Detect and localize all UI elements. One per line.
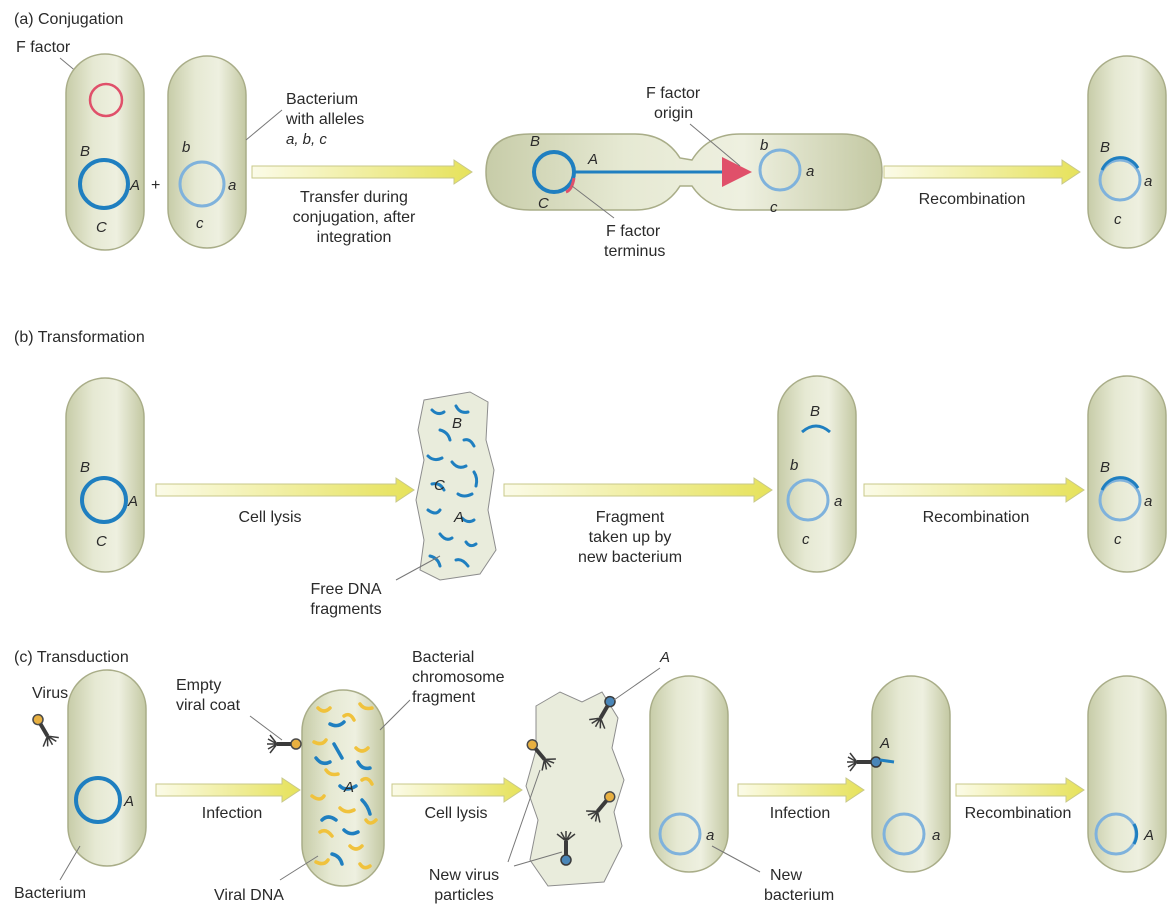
transfer-label-2: conjugation, after [293, 209, 416, 226]
with-alleles-label: with alleles [285, 111, 364, 128]
c-host-allele-A: A [123, 793, 134, 810]
f-terminus-label-2: terminus [604, 243, 665, 260]
transduced-allele-A: A [879, 735, 890, 752]
rec-b-allele-c: c [1114, 531, 1122, 548]
transfer-arrow [252, 160, 472, 184]
recombination-label-a: Recombination [919, 191, 1026, 208]
fragment-allele-B: B [452, 415, 462, 432]
transduced-allele-a: a [932, 827, 940, 844]
recombination-label-b: Recombination [923, 509, 1030, 526]
recombination-arrow-b [864, 478, 1084, 502]
chrom-frag-label-2: chromosome [412, 669, 505, 686]
fragment-allele-C: C [434, 477, 445, 494]
cell-lysis-arrow-c [392, 778, 522, 802]
virus-icon [28, 711, 61, 749]
rec-a-allele-B: B [1100, 139, 1110, 156]
lysed-infected-cell [526, 692, 624, 886]
fragment-label-2: taken up by [589, 529, 672, 546]
bacterium-alleles-leader [246, 110, 282, 140]
f-terminus-label-1: F factor [606, 223, 661, 240]
recipient-cell [168, 56, 246, 248]
recombination-label-c: Recombination [965, 805, 1072, 822]
allele-b-label: b [182, 139, 190, 156]
allele-C-label: C [96, 219, 107, 236]
infection-arrow-1 [156, 778, 300, 802]
alleles-list-label: a, b, c [286, 131, 327, 148]
chrom-frag-label-1: Bacterial [412, 649, 474, 666]
section-conjugation-title: (a) Conjugation [14, 11, 123, 28]
infected-allele-A: A [343, 779, 354, 796]
rec-a-allele-a: a [1144, 173, 1152, 190]
allele-B-label: B [80, 143, 90, 160]
section-transduction-title: (c) Transduction [14, 649, 129, 666]
infection-label-2: Infection [770, 805, 830, 822]
rec-a-allele-c: c [1114, 211, 1122, 228]
host-bacterium-cell [68, 670, 146, 866]
infection-label-1: Infection [202, 805, 262, 822]
cell-lysis-label-c: Cell lysis [424, 805, 487, 822]
allele-c-label: c [196, 215, 204, 232]
pair-allele-B: B [530, 133, 540, 150]
b-allele-C: C [96, 533, 107, 550]
bacterium-with-label: Bacterium [286, 91, 358, 108]
f-factor-label: F factor [16, 39, 71, 56]
pair-allele-b: b [760, 137, 768, 154]
uptake-allele-b: b [790, 457, 798, 474]
cell-lysis-arrow-b [156, 478, 414, 502]
transfer-label-1: Transfer during [300, 189, 408, 206]
allele-a-label: a [228, 177, 236, 194]
fragment-allele-A: A [453, 509, 464, 526]
pair-allele-a: a [806, 163, 814, 180]
free-dna-label-2: fragments [310, 601, 381, 618]
bacterium-label: Bacterium [14, 885, 86, 902]
pair-allele-c: c [770, 199, 778, 216]
chrom-frag-label-3: fragment [412, 689, 476, 706]
recombination-arrow-a [884, 160, 1080, 184]
uptake-allele-B: B [810, 403, 820, 420]
b-allele-A: A [127, 493, 138, 510]
uptake-arrow [504, 478, 772, 502]
empty-coat-label-1: Empty [176, 677, 221, 694]
chrom-frag-leader [380, 700, 410, 730]
injected-fragment [880, 760, 894, 762]
cell-lysis-label-b: Cell lysis [238, 509, 301, 526]
pair-allele-A: A [587, 151, 598, 168]
new-bacterium-label-2: bacterium [764, 887, 834, 904]
section-transformation-title: (b) Transformation [14, 329, 145, 346]
free-dna-label-1: Free DNA [310, 581, 381, 598]
recombinant-cell-c [1088, 676, 1166, 872]
f-origin-label-2: origin [654, 105, 693, 122]
empty-coat-leader [250, 716, 282, 740]
empty-viral-coat-icon [267, 735, 301, 753]
allele-A-label: A [129, 177, 140, 194]
plus-sign: + [151, 177, 160, 194]
new-virus-label-1: New virus [429, 867, 499, 884]
fragment-label-3: new bacterium [578, 549, 682, 566]
rec-b-allele-a: a [1144, 493, 1152, 510]
new-bacterium-leader [712, 846, 760, 872]
new-bacterium-label-1: New [770, 867, 802, 884]
transfer-label-3: integration [317, 229, 392, 246]
uptake-allele-c: c [802, 531, 810, 548]
transducing-allele-A: A [659, 649, 670, 666]
b-allele-B: B [80, 459, 90, 476]
recombination-arrow-c [956, 778, 1084, 802]
viral-dna-label: Viral DNA [214, 887, 284, 904]
bacterium-leader [60, 846, 80, 880]
new-virus-label-2: particles [434, 887, 494, 904]
f-origin-label-1: F factor [646, 85, 701, 102]
uptake-allele-a: a [834, 493, 842, 510]
pair-allele-C: C [538, 195, 549, 212]
virus-label: Virus [32, 685, 68, 702]
rec-b-allele-B: B [1100, 459, 1110, 476]
fragment-label-1: Fragment [596, 509, 665, 526]
empty-coat-label-2: viral coat [176, 697, 241, 714]
transducing-leader [614, 668, 660, 700]
infection-arrow-2 [738, 778, 864, 802]
rec-c-allele-A: A [1143, 827, 1154, 844]
new-bact-allele-a: a [706, 827, 714, 844]
